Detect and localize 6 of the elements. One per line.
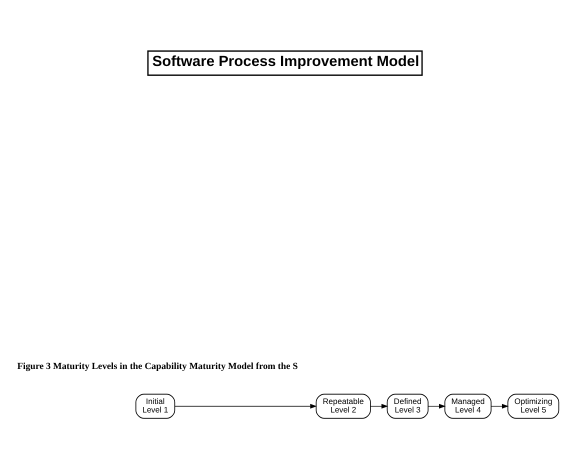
arrow: [174, 404, 317, 409]
arrow: [428, 404, 446, 409]
caption: Figure 3 Maturity Levels in the Capability Maturity Model from the S: [17, 362, 298, 372]
diagram-title: Software Process Improvement Model: [152, 54, 420, 70]
arrow: [490, 404, 509, 409]
arrow: [370, 404, 388, 409]
